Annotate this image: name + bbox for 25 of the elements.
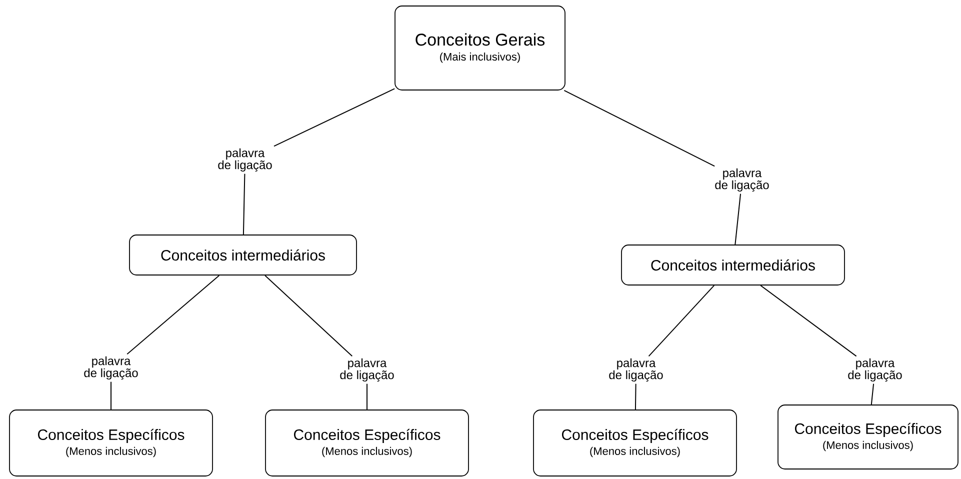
- connector-line: [110, 381, 112, 410]
- connector-line: [760, 284, 857, 357]
- concept-box: Conceitos intermediários: [621, 244, 845, 286]
- concept-box: Conceitos Específicos (Menos inclusivos): [9, 410, 213, 476]
- connector-line: [634, 383, 636, 410]
- connector-line: [126, 274, 220, 355]
- linking-phrase: palavra de ligação: [715, 168, 769, 192]
- concept-box: Conceitos Específicos (Menos inclusivos): [533, 410, 737, 476]
- connector-line: [264, 274, 353, 357]
- linking-phrase: palavra de ligação: [218, 148, 272, 172]
- concept-box: Conceitos Específicos (Menos inclusivos): [265, 410, 469, 476]
- connector-line: [274, 88, 396, 147]
- linking-phrase: palavra de ligação: [340, 358, 394, 382]
- linking-phrase: palavra de ligação: [848, 358, 902, 382]
- concept-box: Conceitos intermediários: [129, 234, 357, 276]
- connector-line: [242, 173, 246, 236]
- concept-box: Conceitos Gerais (Mais inclusivos): [394, 6, 566, 90]
- connector-line: [734, 193, 742, 246]
- connector-line: [366, 383, 368, 410]
- concept-box: Conceitos Específicos (Menos inclusivos): [778, 404, 958, 470]
- connector-line: [564, 90, 716, 167]
- connector-line: [870, 383, 874, 406]
- connector-line: [648, 284, 715, 357]
- linking-phrase: palavra de ligação: [609, 358, 663, 382]
- linking-phrase: palavra de ligação: [84, 356, 138, 380]
